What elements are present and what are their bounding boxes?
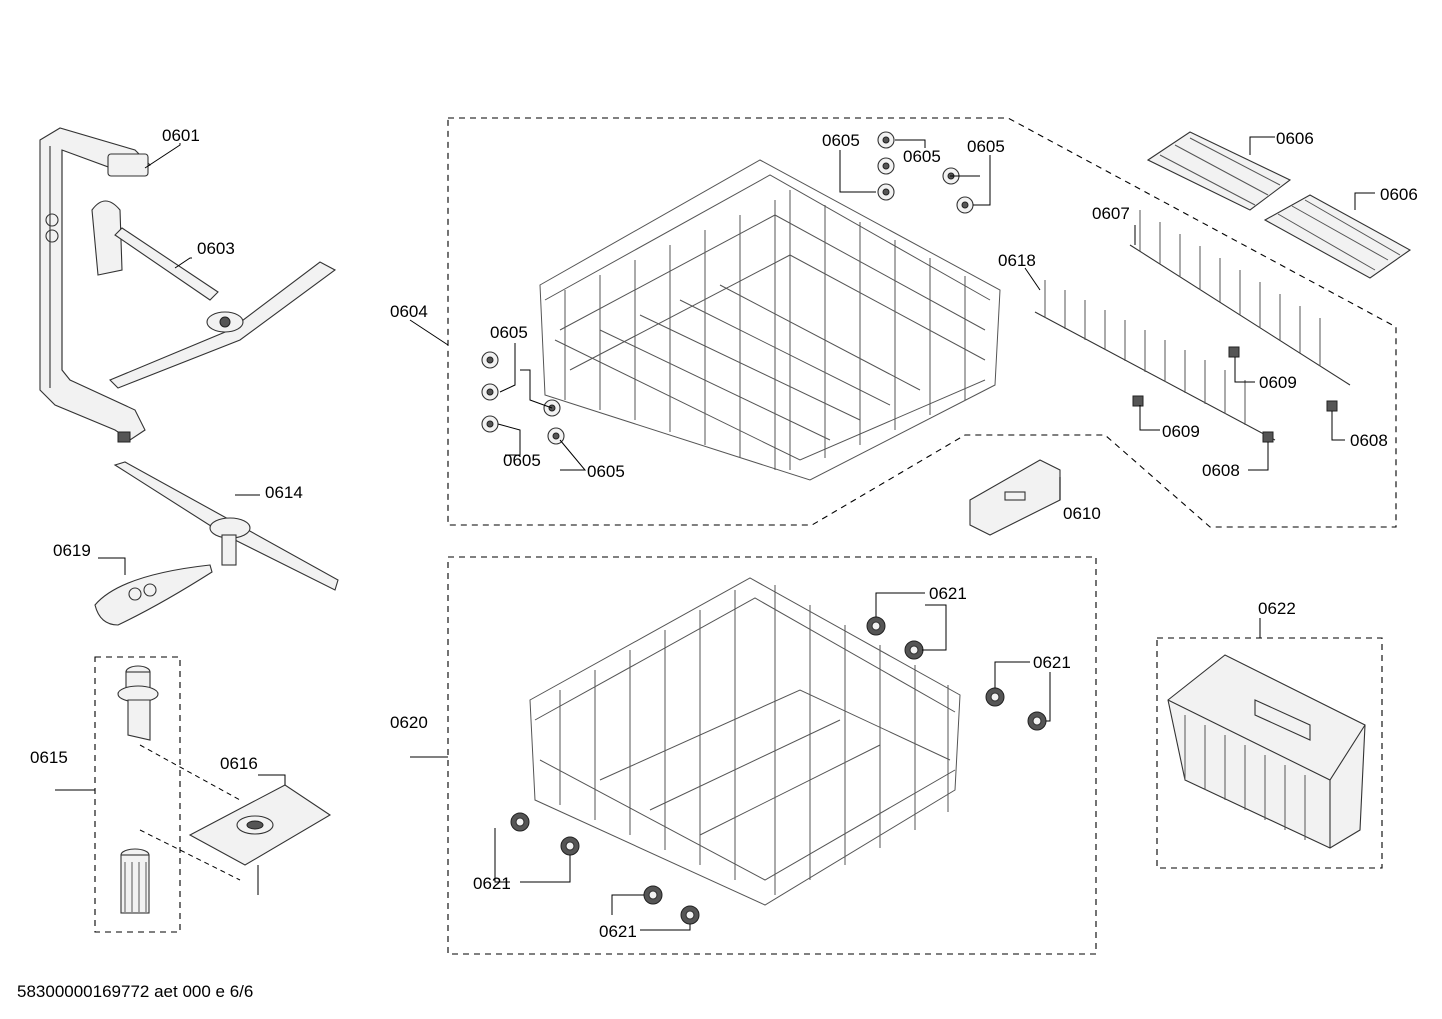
leader-lines [55,136,1375,931]
part-label-0618: 0618 [998,251,1036,270]
lower-spray-arm [113,461,339,591]
part-label-0619: 0619 [53,541,91,560]
part-label-0605: 0605 [903,147,941,166]
spray-arm-feed-pipe [39,127,151,443]
part-label-0614: 0614 [265,483,303,502]
micro-filter-screen [94,564,213,626]
part-label-0605: 0605 [503,451,541,470]
part-label-0621: 0621 [473,874,511,893]
upper-spray-arm [91,200,337,389]
part-label-0604: 0604 [390,302,428,321]
rack-handle [969,459,1061,536]
part-label-0621: 0621 [1033,653,1071,672]
part-label-0616: 0616 [220,754,258,773]
cup-shelves [1146,131,1412,279]
part-label-0610: 0610 [1063,504,1101,523]
part-label-0621: 0621 [599,922,637,941]
part-label-0605: 0605 [822,131,860,150]
part-label-0606: 0606 [1380,185,1418,204]
part-label-0605: 0605 [490,323,528,342]
flat-filter [188,784,332,895]
part-label-0621: 0621 [929,584,967,603]
lower-rack [529,577,961,906]
upper-rack-group-border [447,117,1397,528]
lower-rack-group-border [447,556,1097,955]
part-label-0607: 0607 [1092,204,1130,223]
part-label-0609: 0609 [1162,422,1200,441]
part-label-0608: 0608 [1350,431,1388,450]
tine-rows [1034,210,1351,441]
filter-assembly [117,665,241,914]
part-label-0605: 0605 [587,462,625,481]
part-label-0601: 0601 [162,126,200,145]
lower-rack-rollers [510,616,1047,925]
part-label-0622: 0622 [1258,599,1296,618]
part-label-0606: 0606 [1276,129,1314,148]
cutlery-basket [1167,654,1366,849]
part-label-0605: 0605 [967,137,1005,156]
part-label-0609: 0609 [1259,373,1297,392]
part-label-0608: 0608 [1202,461,1240,480]
cutlery-basket-group-border [1156,637,1383,869]
upper-rack-rollers [481,131,974,445]
part-label-0615: 0615 [30,748,68,767]
document-code: 58300000169772 aet 000 e 6/6 [17,982,253,1001]
part-label-0603: 0603 [197,239,235,258]
upper-rack [539,159,1001,481]
part-label-0620: 0620 [390,713,428,732]
filter-group-border [94,656,181,933]
